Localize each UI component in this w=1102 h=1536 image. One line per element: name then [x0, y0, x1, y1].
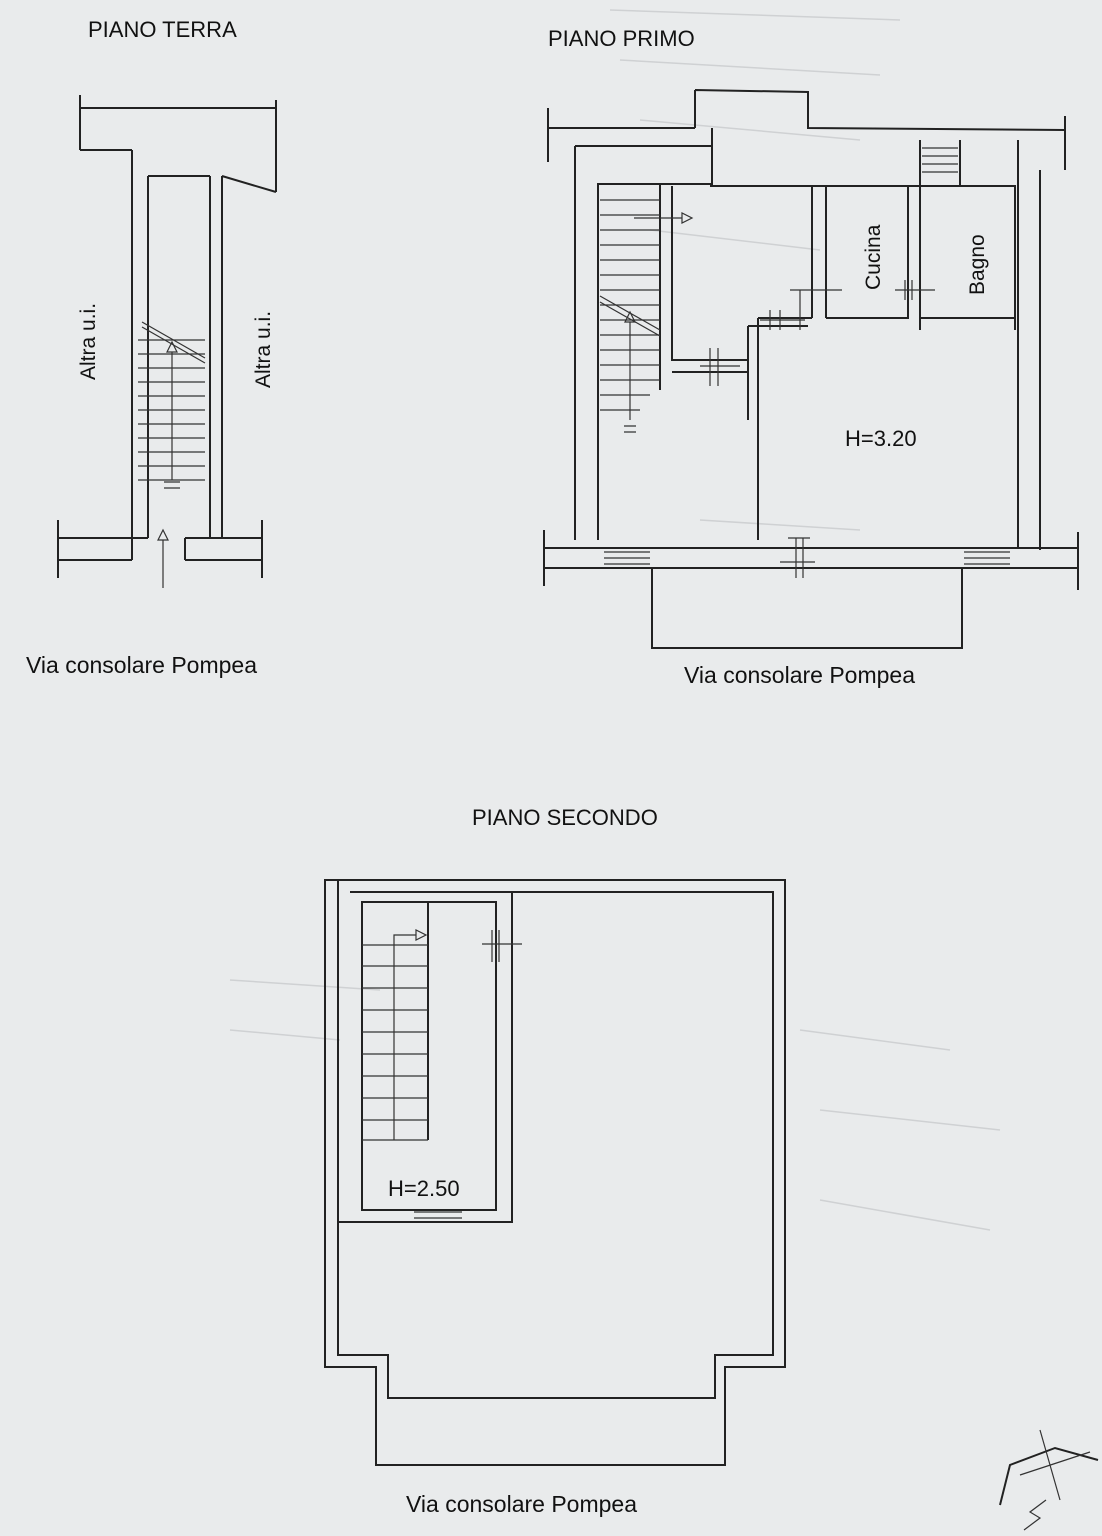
second-floor-height: H=2.50	[388, 1176, 460, 1201]
right-unit-label: Altra u.i.	[252, 311, 275, 388]
stair-arrow-icon	[166, 340, 178, 353]
upper-stair-arrow-icon	[681, 212, 694, 224]
first-stair-arrow-icon	[624, 310, 636, 323]
bathroom-label: Bagno	[966, 234, 989, 295]
second-floor-title: PIANO SECONDO	[472, 805, 658, 830]
first-floor-walls	[543, 89, 1079, 649]
background-marks	[229, 9, 1001, 1231]
first-floor-height: H=3.20	[845, 426, 917, 451]
second-floor-plan: PIANO SECONDO H=2.50 Via consolare Pompe…	[324, 805, 786, 1517]
first-floor-plan: PIANO PRIMO Cucina	[543, 26, 1079, 688]
left-unit-label: Altra u.i.	[77, 303, 100, 380]
first-floor-title: PIANO PRIMO	[548, 26, 695, 51]
second-stair-direction-line	[393, 934, 416, 1140]
entrance-arrow-icon	[157, 528, 169, 541]
kitchen-label: Cucina	[862, 224, 885, 290]
ground-floor-street: Via consolare Pompea	[26, 652, 257, 678]
north-arrow-icon	[999, 1429, 1099, 1531]
second-floor-stair	[362, 929, 522, 1219]
first-floor-street: Via consolare Pompea	[684, 662, 915, 688]
first-floor-stairs	[599, 147, 1010, 578]
second-stair-arrow-icon	[415, 929, 428, 941]
ground-floor-walls	[57, 95, 277, 578]
ground-floor-plan: PIANO TERRA Altra u.i. Altra u.i. Via co…	[26, 17, 277, 678]
second-floor-walls	[324, 879, 786, 1466]
second-floor-street: Via consolare Pompea	[406, 1491, 637, 1517]
ground-floor-stair	[138, 321, 206, 588]
ground-floor-title: PIANO TERRA	[88, 17, 237, 42]
